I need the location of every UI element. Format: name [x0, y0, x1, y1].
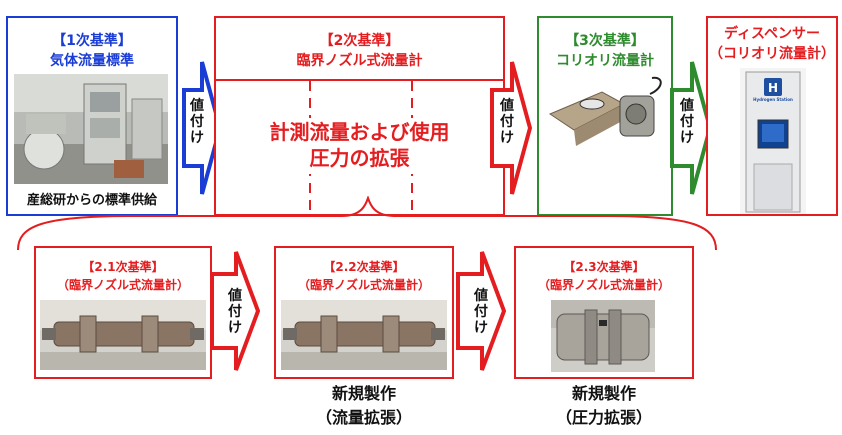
std3-subtitle: コリオリ流量計 [556, 53, 654, 69]
arrow-right-icon [182, 61, 222, 195]
dispenser-photo: H [740, 68, 806, 214]
arrow-label-1: 値付け [190, 98, 204, 147]
std2-header-divider [214, 79, 505, 81]
dispenser-brand: Hydrogen Station [753, 97, 793, 102]
dispenser-title: ディスペンサー [723, 26, 821, 42]
std23-title: 【2.3次基準】 [563, 260, 645, 274]
arrow-label-3: 値付け [680, 98, 694, 147]
std22-subtitle: （臨界ノズル式流量計） [297, 278, 430, 292]
std2-subtitle: 臨界ノズル式流量計 [296, 53, 423, 69]
dispenser-subtitle: （コリオリ流量計） [709, 46, 835, 62]
std2-title: 【2次基準】 [319, 33, 400, 49]
std2-box [214, 16, 505, 216]
std23-photo [551, 300, 655, 372]
std21-photo [40, 300, 206, 370]
svg-text:H: H [768, 81, 778, 95]
arrow-label-5: 値付け [474, 288, 488, 337]
std21-subtitle: （臨界ノズル式流量計） [56, 278, 189, 292]
std1-title: 【1次基準】 [52, 33, 132, 49]
arrow-right-icon [456, 251, 506, 371]
std2-center-text-2: 圧力の拡張 [309, 146, 410, 170]
std1-subtitle: 気体流量標準 [50, 53, 134, 69]
std2-dashed-lines [309, 81, 413, 216]
std2-center-text-1: 計測流量および使用 [269, 120, 450, 144]
new1-line2: （流量拡張） [315, 408, 412, 427]
arrow-label-4: 値付け [228, 288, 242, 337]
std21-title: 【2.1次基準】 [82, 260, 164, 274]
std1-caption: 産総研からの標準供給 [26, 193, 157, 208]
arrow-right-icon [670, 61, 712, 195]
arrow-label-2: 値付け [500, 98, 514, 147]
std1-photo [14, 74, 168, 184]
std3-photo [546, 74, 664, 154]
new2-line1: 新規製作 [571, 384, 636, 403]
arrow-right-icon [210, 251, 260, 371]
std23-subtitle: （臨界ノズル式流量計） [537, 278, 670, 292]
std22-photo [281, 300, 447, 370]
std2-center-label-bg [252, 118, 448, 174]
std3-title: 【3次基準】 [565, 33, 645, 49]
brace [17, 196, 717, 251]
std22-title: 【2.2次基準】 [323, 260, 405, 274]
new2-line2: （圧力拡張） [555, 408, 652, 427]
new1-line1: 新規製作 [331, 384, 396, 403]
arrow-right-icon [490, 61, 532, 195]
